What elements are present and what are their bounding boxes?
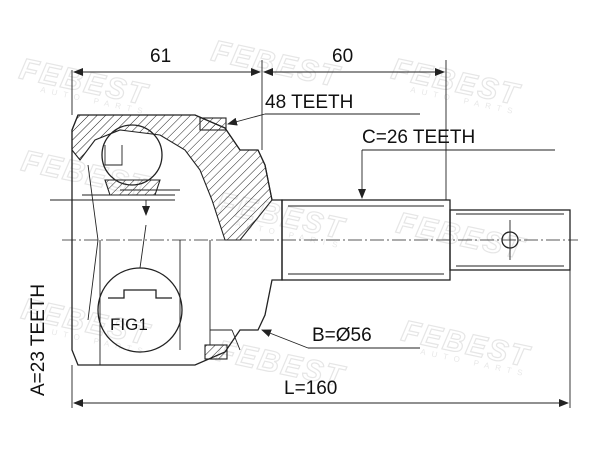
watermark-brand: FEBEST xyxy=(394,207,529,267)
fig1-callout: FIG1 xyxy=(97,267,183,353)
collar-hatch xyxy=(204,344,228,360)
shaft-threaded-tip xyxy=(449,209,571,271)
inner-teeth-label: A=23 TEETH xyxy=(28,284,49,396)
outer-teeth-detail xyxy=(199,117,227,131)
fig1-label: FIG1 xyxy=(110,315,148,334)
shaft-teeth-callout: C=26 TEETH xyxy=(358,127,555,199)
seal-diameter-label: B=Ø56 xyxy=(312,325,372,346)
dim-61: 61 xyxy=(150,46,171,67)
dim-60: 60 xyxy=(332,46,353,67)
total-length-dimension: L=160 xyxy=(71,270,571,408)
top-dimensions: 61 60 xyxy=(71,46,447,200)
housing-section-hatch xyxy=(71,114,273,241)
shaft-teeth-label: C=26 TEETH xyxy=(362,127,475,148)
seal-diameter-callout: B=Ø56 xyxy=(261,325,420,349)
outer-teeth-label: 48 TEETH xyxy=(265,92,353,113)
shaft xyxy=(281,199,571,281)
total-length-label: L=160 xyxy=(284,378,337,399)
watermark-brand: FEBEST xyxy=(209,35,344,95)
inner-teeth-callout: A=23 TEETH xyxy=(28,199,150,396)
outer-housing xyxy=(71,114,283,366)
outer-teeth-callout: 48 TEETH xyxy=(227,92,420,126)
